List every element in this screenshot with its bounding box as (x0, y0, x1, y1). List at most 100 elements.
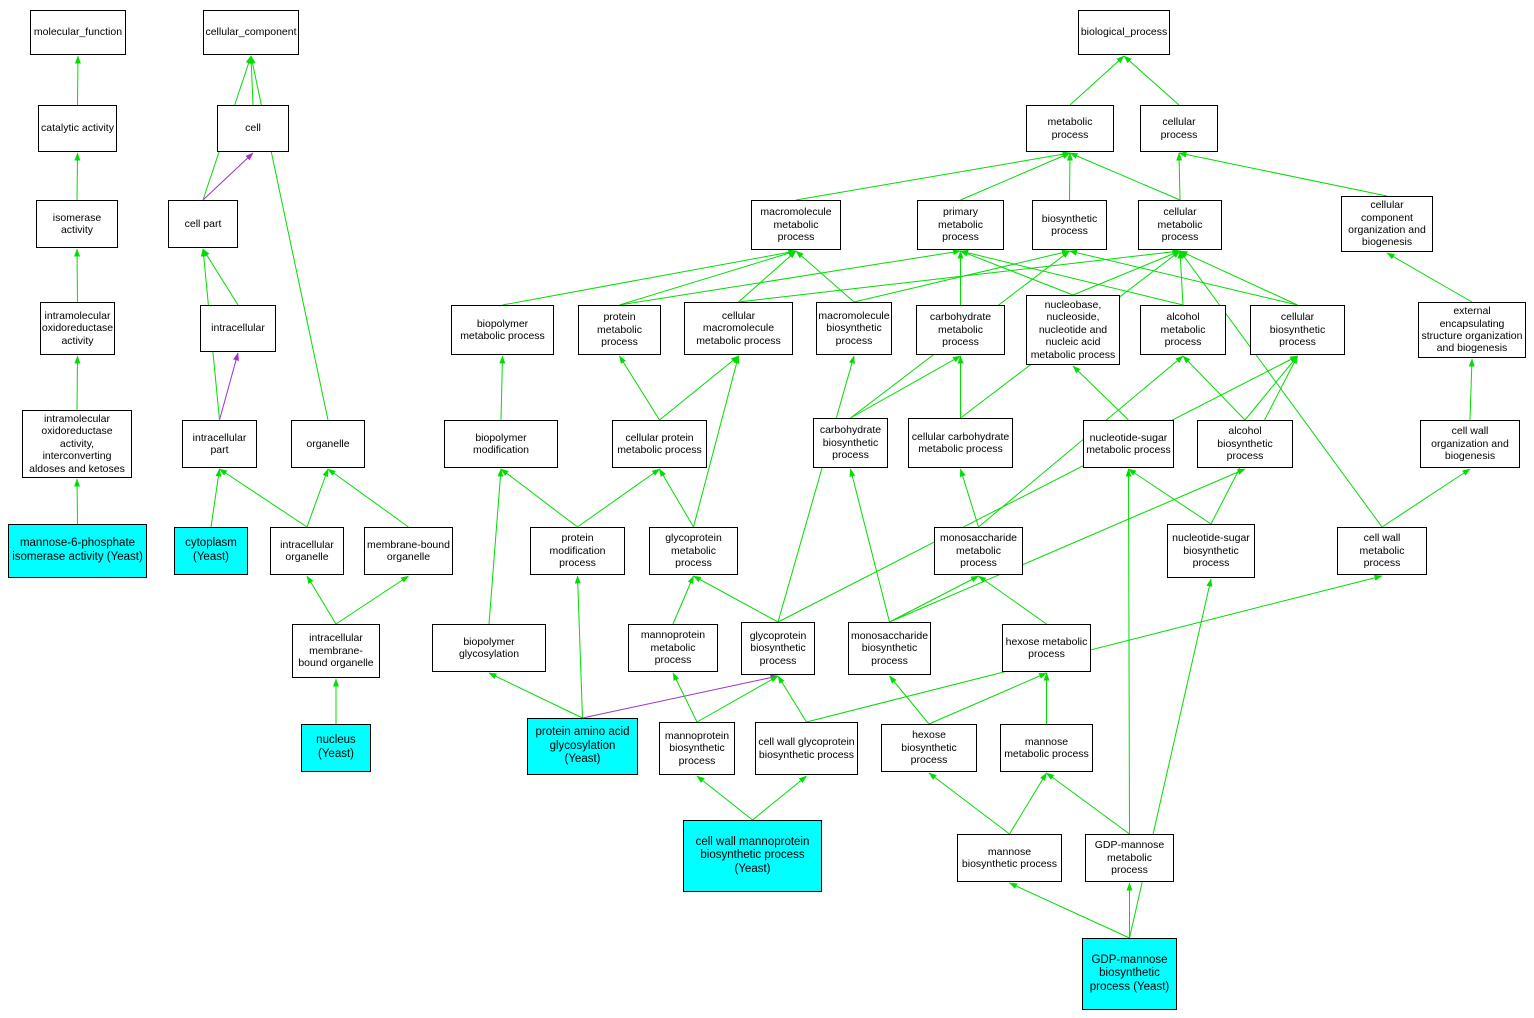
node-monosaccharide_metabolic[interactable]: monosaccharide metabolic process (934, 527, 1023, 575)
edge-alcohol_biosynthetic-to-cellular_biosynthetic (1244, 355, 1298, 421)
node-intracellular_part[interactable]: intracellular part (182, 420, 257, 468)
edge-biosynthetic_process-to-metabolic_process (1066, 152, 1073, 201)
edge-cellular_protein_metabolic-to-protein_metabolic (619, 355, 660, 421)
edge-cellular_process-to-biological_process (1123, 55, 1180, 106)
edge-alcohol_metabolic-to-cellular_metabolic (1177, 250, 1184, 306)
edge-cellwall_glycoprotein_biosynthetic-to-glycoprotein_biosynthetic (777, 675, 807, 723)
edge-cellwall_org_biogenesis-to-external_encapsulating (1468, 358, 1475, 421)
edge-carbohydrate_biosynthetic-to-carbohydrate_metabolic (850, 355, 961, 419)
node-cellular_macromolecule_metabolic[interactable]: cellular macromolecule metabolic process (684, 302, 793, 355)
node-isomerase_activity[interactable]: isomerase activity (36, 200, 118, 248)
node-protein_aa_glycosylation_yeast[interactable]: protein amino acid glycosylation (Yeast) (527, 718, 638, 775)
node-nucleus_yeast[interactable]: nucleus (Yeast) (301, 724, 371, 772)
node-carbohydrate_metabolic[interactable]: carbohydrate metabolic process (916, 305, 1005, 355)
node-nucleotide_sugar_biosynthetic[interactable]: nucleotide-sugar biosynthetic process (1167, 524, 1255, 578)
edge-protein_modification-to-biopolymer_modification (500, 468, 578, 528)
edge-monosaccharide_biosynthetic-to-carbohydrate_biosynthetic (849, 468, 890, 623)
node-hexose_metabolic[interactable]: hexose metabolic process (1002, 624, 1091, 672)
node-cellular_process[interactable]: cellular process (1140, 105, 1218, 152)
node-cellular_carbohydrate_metabolic[interactable]: cellular carbohydrate metabolic process (908, 418, 1013, 468)
edge-cell-to-cellular_component (248, 55, 255, 106)
node-macromolecule_metabolic[interactable]: macromolecule metabolic process (751, 200, 841, 250)
edge-cellwall_mannoprotein_biosynthetic_yeast-to-cellwall_glycoprotein_biosynthetic (752, 775, 807, 821)
edge-gdp_mannose_biosynthetic_yeast-to-mannose_biosynthetic (1009, 882, 1130, 939)
edge-cell_part-to-cell (202, 152, 254, 201)
node-mannoprotein_biosynthetic[interactable]: mannoprotein biosynthetic process (659, 722, 735, 775)
edge-hexose_metabolic-to-monosaccharide_metabolic (978, 575, 1047, 625)
node-membrane_bound_organelle[interactable]: membrane-bound organelle (364, 527, 453, 575)
edge-gdp_mannose_metabolic-to-mannose_metabolic (1046, 772, 1130, 835)
edge-nucleobase_metabolic-to-primary_metabolic (960, 250, 1074, 296)
node-intramolecular_oxidoreductase_activity[interactable]: intramolecular oxidoreductase activity (40, 302, 115, 355)
edge-intracellular_organelle-to-organelle (306, 468, 329, 528)
edge-macromolecule_biosynthetic-to-macromolecule_metabolic (795, 250, 855, 303)
edge-glycoprotein_biosynthetic-to-cellular_biosynthetic (777, 355, 1298, 623)
node-protein_modification[interactable]: protein modification process (530, 527, 625, 575)
node-hexose_biosynthetic[interactable]: hexose biosynthetic process (881, 724, 977, 772)
node-cellwall_mannoprotein_biosynthetic_yeast[interactable]: cell wall mannoprotein biosynthetic proc… (683, 820, 822, 892)
node-primary_metabolic[interactable]: primary metabolic process (917, 200, 1004, 250)
edge-gdp_mannose_biosynthetic_yeast-to-nucleotide_sugar_biosynthetic (1129, 578, 1213, 939)
node-cellwall_glycoprotein_biosynthetic[interactable]: cell wall glycoprotein biosynthetic proc… (755, 722, 858, 775)
edge-cellular_protein_metabolic-to-cellular_macromolecule_metabolic (659, 355, 739, 421)
node-cellwall_org_biogenesis[interactable]: cell wall organization and biogenesis (1420, 420, 1520, 468)
node-cellular_protein_metabolic[interactable]: cellular protein metabolic process (612, 420, 707, 468)
node-cytoplasm_yeast[interactable]: cytoplasm (Yeast) (174, 527, 248, 575)
node-cellular_metabolic[interactable]: cellular metabolic process (1138, 200, 1222, 250)
node-mannoprotein_metabolic[interactable]: mannoprotein metabolic process (628, 624, 718, 672)
node-gdp_mannose_biosynthetic_yeast[interactable]: GDP-mannose biosynthetic process (Yeast) (1082, 938, 1177, 1010)
node-macromolecule_biosynthetic[interactable]: macromolecule biosynthetic process (816, 302, 892, 355)
edge-cellular_metabolic-to-metabolic_process (1069, 152, 1181, 201)
node-biopolymer_glycosylation[interactable]: biopolymer glycosylation (432, 624, 546, 672)
node-cellular_biosynthetic[interactable]: cellular biosynthetic process (1250, 305, 1345, 355)
node-nucleobase_metabolic[interactable]: nucleobase, nucleoside, nucleotide and n… (1026, 295, 1120, 365)
node-cc_organization_biogenesis[interactable]: cellular component organization and biog… (1341, 196, 1433, 252)
edge-cc_organization_biogenesis-to-cellular_process (1178, 151, 1388, 197)
edge-protein_aa_glycosylation_yeast-to-biopolymer_glycosylation (488, 672, 583, 719)
edge-mannose_biosynthetic-to-hexose_biosynthetic (928, 772, 1010, 835)
edge-glycoprotein_biosynthetic-to-macromolecule_biosynthetic (777, 355, 855, 623)
node-intramolecular_oxidoreductase_aldoses[interactable]: intramolecular oxidoreductase activity, … (22, 410, 132, 478)
edge-gdp_mannose_metabolic-to-nucleotide_sugar_metabolic (1125, 468, 1132, 835)
node-intracellular[interactable]: intracellular (200, 305, 276, 352)
edge-glycoprotein_metabolic-to-cellular_protein_metabolic (659, 468, 694, 528)
node-cell[interactable]: cell (217, 105, 289, 152)
edge-biopolymer_glycosylation-to-biopolymer_modification (488, 468, 504, 625)
node-biological_process[interactable]: biological_process (1078, 10, 1170, 55)
node-m6p_isomerase_yeast[interactable]: mannose-6-phosphate isomerase activity (… (8, 524, 147, 578)
node-carbohydrate_biosynthetic[interactable]: carbohydrate biosynthetic process (813, 418, 888, 468)
edge-cellwall_metabolic-to-cellwall_org_biogenesis (1381, 468, 1471, 528)
node-biopolymer_metabolic[interactable]: biopolymer metabolic process (451, 305, 554, 355)
node-mannose_biosynthetic[interactable]: mannose biosynthetic process (957, 834, 1062, 882)
node-catalytic_activity[interactable]: catalytic activity (38, 105, 117, 152)
node-cellwall_metabolic[interactable]: cell wall metabolic process (1337, 527, 1427, 575)
node-mannose_metabolic[interactable]: mannose metabolic process (1000, 724, 1093, 772)
node-glycoprotein_biosynthetic[interactable]: glycoprotein biosynthetic process (741, 622, 815, 675)
node-protein_metabolic[interactable]: protein metabolic process (578, 305, 661, 355)
edge-protein_aa_glycosylation_yeast-to-glycoprotein_biosynthetic (582, 674, 779, 719)
node-glycoprotein_metabolic[interactable]: glycoprotein metabolic process (649, 527, 738, 575)
node-organelle[interactable]: organelle (291, 420, 365, 468)
node-biopolymer_modification[interactable]: biopolymer modification (444, 420, 558, 468)
edge-catalytic_activity-to-molecular_function (74, 55, 81, 106)
node-nucleotide_sugar_metabolic[interactable]: nucleotide-sugar metabolic process (1083, 420, 1174, 468)
node-intracellular_mb_organelle[interactable]: intracellular membrane-bound organelle (292, 624, 380, 678)
node-cellular_component[interactable]: cellular_component (203, 10, 299, 55)
node-alcohol_biosynthetic[interactable]: alcohol biosynthetic process (1197, 420, 1293, 468)
node-molecular_function[interactable]: molecular_function (30, 10, 126, 55)
edge-intracellular_organelle-to-intracellular_part (219, 468, 308, 528)
node-biosynthetic_process[interactable]: biosynthetic process (1032, 200, 1107, 250)
node-cell_part[interactable]: cell part (168, 200, 238, 248)
node-alcohol_metabolic[interactable]: alcohol metabolic process (1140, 305, 1226, 355)
node-intracellular_organelle[interactable]: intracellular organelle (270, 527, 344, 575)
node-gdp_mannose_metabolic[interactable]: GDP-mannose metabolic process (1085, 834, 1174, 882)
edge-mannoprotein_biosynthetic-to-glycoprotein_biosynthetic (696, 675, 779, 723)
edge-intramolecular_oxidoreductase_aldoses-to-intramolecular_oxidoreductase_activity (74, 355, 81, 411)
node-monosaccharide_biosynthetic[interactable]: monosaccharide biosynthetic process (848, 622, 931, 675)
edge-biopolymer_metabolic-to-macromolecule_metabolic (502, 249, 797, 306)
node-metabolic_process[interactable]: metabolic process (1026, 105, 1114, 152)
node-external_encapsulating[interactable]: external encapsulating structure organiz… (1418, 302, 1526, 358)
edge-monosaccharide_biosynthetic-to-monosaccharide_metabolic (889, 575, 979, 623)
edge-nucleobase_metabolic-to-cellular_metabolic (1072, 250, 1181, 296)
